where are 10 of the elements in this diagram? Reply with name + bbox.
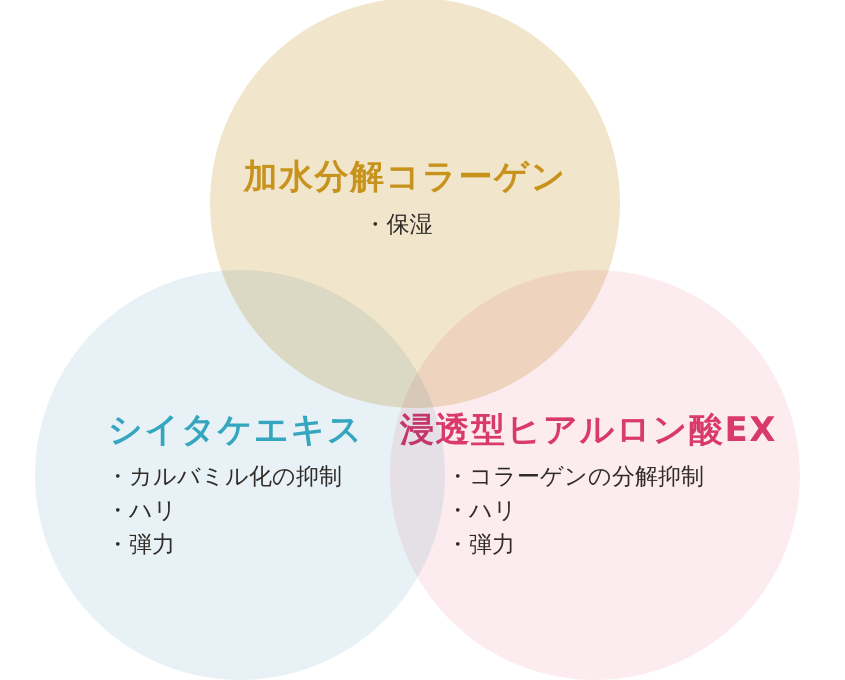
list-item: ・ハリ bbox=[446, 497, 518, 526]
list-item: ・保湿 bbox=[362, 211, 434, 240]
list-item: ・カルバミル化の抑制 bbox=[106, 463, 343, 492]
list-item: ・弾力 bbox=[446, 531, 516, 560]
circle-heading: シイタケエキス bbox=[108, 410, 364, 450]
list-item: ・コラーゲンの分解抑制 bbox=[446, 463, 705, 492]
list-item: ・弾力 bbox=[106, 531, 176, 560]
circle-heading: 浸透型ヒアルロン酸EX bbox=[400, 410, 778, 450]
list-item: ・ハリ bbox=[106, 497, 178, 526]
circle-heading: 加水分解コラーゲン bbox=[242, 157, 568, 197]
